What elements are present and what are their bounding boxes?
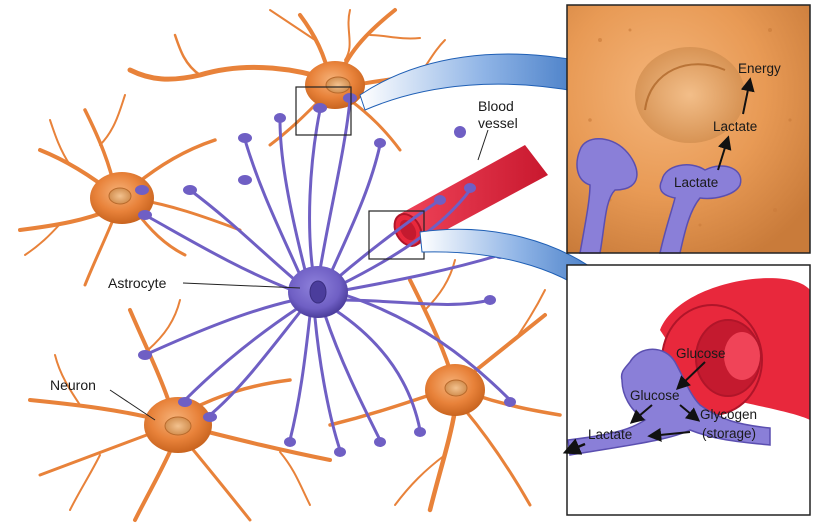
leader-neuron	[109, 389, 156, 421]
label-lactate-upper: Lactate	[713, 119, 757, 134]
label-blood-vessel-1: Blood	[478, 98, 514, 114]
arrow-lactate-to-energy	[740, 77, 755, 115]
arrow-lactate-to-lactate	[717, 135, 732, 171]
arrow-lactate-out	[562, 438, 586, 455]
arrow-glucose-to-glucose	[675, 361, 706, 390]
label-storage: (storage)	[702, 426, 756, 441]
inset-top	[566, 4, 811, 254]
label-glucose-lower: Glucose	[630, 388, 680, 403]
arrow-glucose-to-glycogen	[679, 404, 701, 422]
label-lactate-lower: Lactate	[674, 175, 718, 190]
arrow-glycogen-to-lactate	[647, 427, 691, 442]
zoom-box-neuron	[295, 86, 352, 136]
label-glucose-upper: Glucose	[676, 346, 726, 361]
inset-bottom	[566, 264, 811, 516]
label-neuron: Neuron	[50, 377, 96, 393]
label-blood-vessel-2: vessel	[478, 115, 518, 131]
label-glycogen: Glycogen	[700, 407, 757, 422]
label-astrocyte: Astrocyte	[108, 275, 167, 291]
astrocyte	[135, 93, 516, 457]
label-energy: Energy	[738, 61, 781, 76]
neuron-right	[328, 259, 562, 513]
label-lactate-bottom: Lactate	[588, 427, 632, 442]
leader-blood-vessel	[477, 129, 489, 161]
neuron-left	[18, 94, 242, 287]
leader-astrocyte	[182, 282, 301, 289]
arrow-glucose-to-lactate	[629, 404, 653, 424]
